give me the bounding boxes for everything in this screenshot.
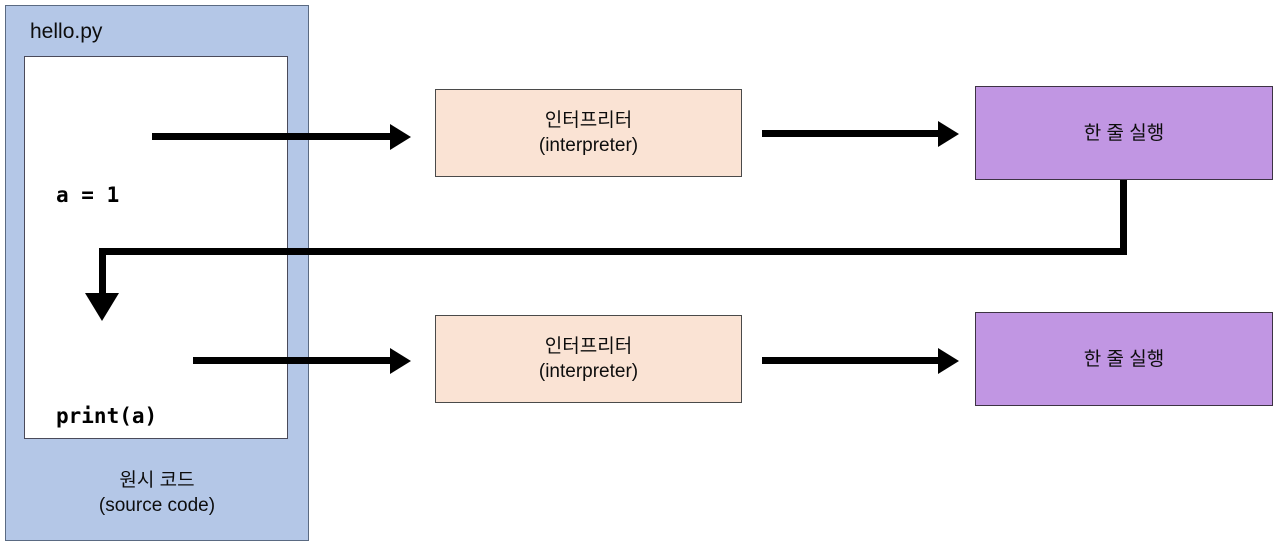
source-code-container: hello.py a = 1 print(a) 원시 코드 (source co… <box>5 5 309 541</box>
interpreter-box-row1: 인터프리터 (interpreter) <box>435 89 742 177</box>
feedback-loop-segment-right-icon <box>1120 180 1127 255</box>
arrow-line2-to-interpreter-icon <box>193 357 392 364</box>
source-code-caption-korean: 원시 코드 <box>119 470 195 491</box>
execute-box-row1: 한 줄 실행 <box>975 86 1273 180</box>
arrow-line1-to-interpreter-icon <box>152 133 392 140</box>
feedback-loop-segment-left-icon <box>99 248 106 300</box>
arrow-interpreter1-to-execute-icon <box>762 130 940 137</box>
file-name-label: hello.py <box>30 20 103 43</box>
interpreter-box-row2: 인터프리터 (interpreter) <box>435 315 742 403</box>
arrow-interpreter2-to-execute-icon <box>762 357 940 364</box>
execute-box-row2: 한 줄 실행 <box>975 312 1273 406</box>
source-code-caption: 원시 코드 (source code) <box>6 468 308 518</box>
source-code-caption-english: (source code) <box>98 495 216 516</box>
interpreter-label-korean-row2: 인터프리터 <box>544 336 633 357</box>
interpreter-label-english-row2: (interpreter) <box>538 361 639 382</box>
execute-label-row1: 한 줄 실행 <box>1083 122 1165 144</box>
feedback-loop-segment-horizontal-icon <box>99 248 1127 255</box>
code-line-assignment: a = 1 <box>56 183 120 207</box>
execute-label-row2: 한 줄 실행 <box>1083 348 1165 370</box>
interpreter-label-korean-row1: 인터프리터 <box>544 110 633 131</box>
code-line-print: print(a) <box>56 404 158 428</box>
feedback-loop-arrowhead-down-icon <box>85 293 119 321</box>
code-editor-area: a = 1 print(a) <box>24 56 288 439</box>
interpreter-label-english-row1: (interpreter) <box>538 135 639 156</box>
